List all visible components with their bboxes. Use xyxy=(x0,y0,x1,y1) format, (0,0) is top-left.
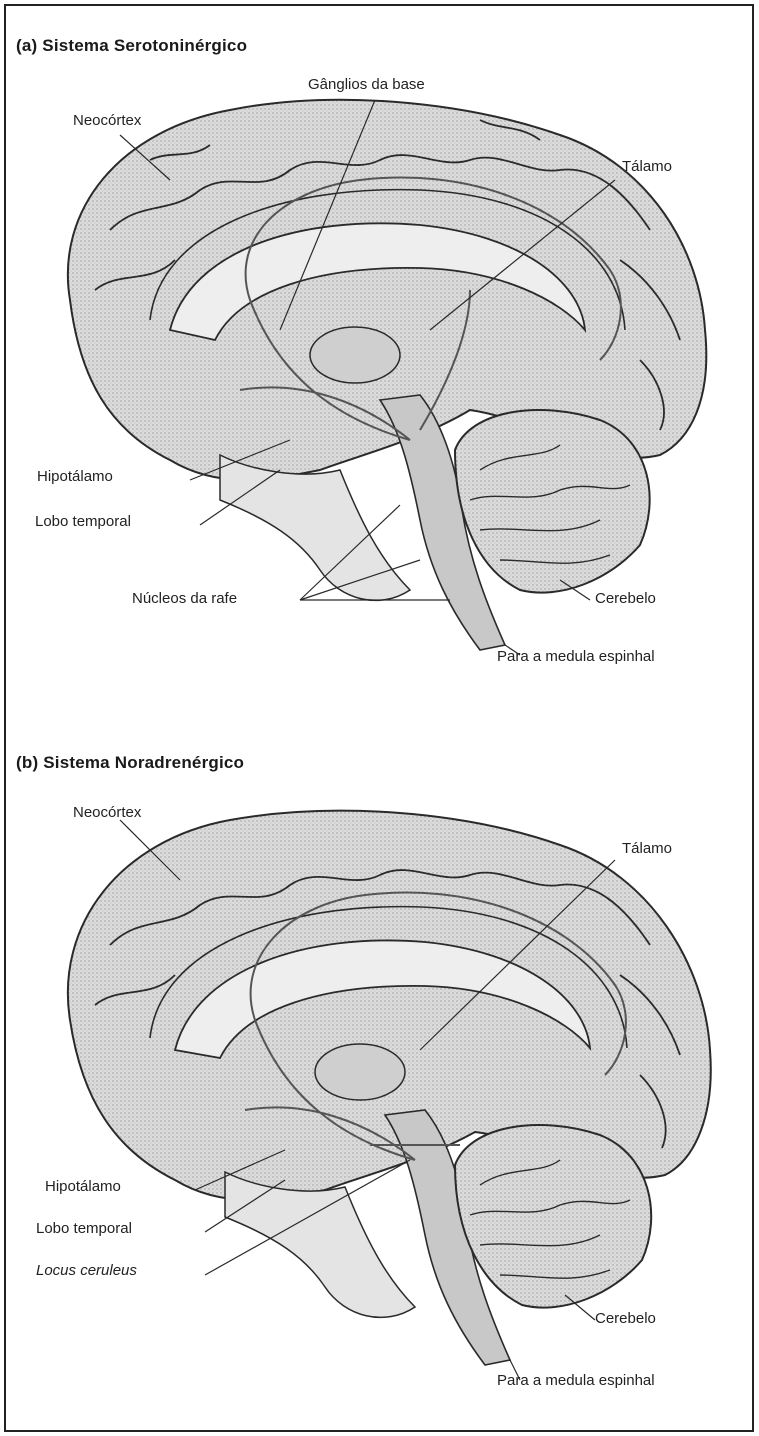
label-ganglios-da-base: Gânglios da base xyxy=(308,76,425,93)
label-talamo: Tálamo xyxy=(622,840,672,857)
label-nucleos-da-rafe: Núcleos da rafe xyxy=(132,590,237,607)
cerebellum-shape xyxy=(455,1125,651,1308)
label-lobo-temporal: Lobo temporal xyxy=(36,1220,132,1237)
label-talamo: Tálamo xyxy=(622,158,672,175)
brain-sagittal-illustration-b xyxy=(0,720,755,1436)
label-cerebelo: Cerebelo xyxy=(595,590,656,607)
temporal-lobe xyxy=(225,1172,415,1317)
label-para-a-medula-espinhal: Para a medula espinhal xyxy=(497,1372,655,1389)
panel-title: (a) Sistema Serotoninérgico xyxy=(16,36,247,56)
thalamus-shape xyxy=(310,327,400,383)
panel-title: (b) Sistema Noradrenérgico xyxy=(16,753,244,773)
label-lobo-temporal: Lobo temporal xyxy=(35,513,131,530)
label-locus-ceruleus: Locus ceruleus xyxy=(36,1262,137,1279)
label-neocortex: Neocórtex xyxy=(73,112,141,129)
cerebellum-shape xyxy=(455,410,650,593)
label-para-a-medula-espinhal: Para a medula espinhal xyxy=(497,648,655,665)
panel-serotonergic: (a) Sistema Serotoninérgico Gânglios da … xyxy=(0,0,755,720)
label-hipotalamo: Hipotálamo xyxy=(37,468,113,485)
thalamus-shape xyxy=(315,1044,405,1100)
label-cerebelo: Cerebelo xyxy=(595,1310,656,1327)
label-neocortex: Neocórtex xyxy=(73,804,141,821)
temporal-lobe xyxy=(220,455,410,600)
brain-sagittal-illustration-a xyxy=(0,0,755,720)
panel-noradrenergic: (b) Sistema Noradrenérgico Neocórtex Tál… xyxy=(0,720,755,1436)
label-hipotalamo: Hipotálamo xyxy=(45,1178,121,1195)
